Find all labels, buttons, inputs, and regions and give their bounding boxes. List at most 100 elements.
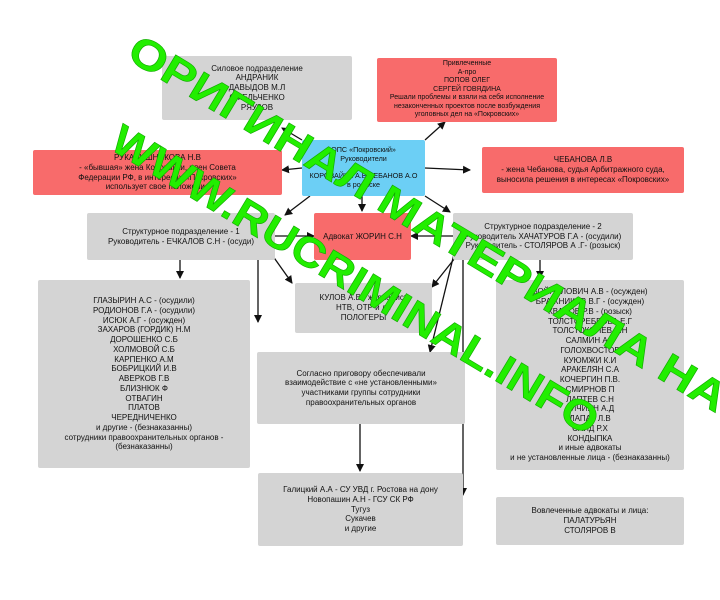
arrow-ops-to-silovoe	[281, 127, 303, 141]
node-text-line: ОМЕЛЬЧЕНКО	[229, 92, 285, 102]
node-text-line: ДОРОШЕНКО С.Б	[110, 335, 178, 344]
node-text-line: ОТВАГИН	[125, 393, 163, 403]
node-chebanova: ЧЕБАНОВА Л.В- жена Чебанова, судья Арбит…	[482, 147, 684, 193]
node-text-line: - жена Чебанова, судья Арбитражного суда…	[501, 165, 665, 175]
node-text-line: АРАКЕЛЯН С.А	[561, 365, 619, 375]
node-text-line: ИСЮК А.Г - (осужден)	[102, 315, 186, 325]
node-text-line: ГОЛОХВОСТОВ	[560, 345, 620, 355]
node-text-line: правоохранительных органов	[305, 397, 417, 407]
node-text-line: КОЧЕРГИН П.В.	[559, 375, 621, 384]
node-text-line: Руководитель ХАЧАТУРОВ Г.А - (осудили)	[464, 231, 622, 241]
node-rukavishnikova: РУКАВИШНИКОВА Н.В- «бывшая» жена Коровай…	[33, 150, 282, 195]
node-text-line: САИД Р.Х	[572, 423, 608, 433]
node-text-line: Новопашин А.Н - ГСУ СК РФ	[307, 494, 414, 504]
node-text-line: ОПС «Покровский»	[331, 145, 396, 155]
node-text-line: Структурное подразделение - 1	[122, 226, 240, 236]
node-text-line: ГЛАЗЫРИН А.С - (осудили)	[93, 296, 195, 305]
node-text-line: (безнаказанны)	[115, 442, 173, 452]
node-text-line: КУЮМЖИ К.И	[563, 355, 617, 365]
node-text-line: незаконченных проектов после возбуждения	[393, 102, 540, 110]
node-text-line: Привлеченные	[442, 60, 492, 68]
node-text-line: Руководители	[340, 153, 387, 163]
arrow-ops-to-struktura1	[284, 195, 311, 216]
node-text-line: ТОЛСТОРЕБРОВА Е.Г	[548, 316, 632, 326]
node-text-line: Руководитель - СТОЛЯРОВ А .Г- (розыск)	[465, 241, 621, 251]
node-text-line: Согласно приговору обеспечивали	[296, 368, 426, 378]
node-text-line: КАРПЕНКО А.М	[114, 354, 174, 364]
node-text-line: КУЛОВ А.В - журналист	[319, 293, 408, 303]
node-text-line: ДАВЫДОВ М.Л	[228, 83, 286, 93]
node-text-line: Структурное подразделение - 2	[484, 221, 602, 231]
node-ops: ОПС «Покровский»Руководители КОРОВАЙКА А…	[302, 140, 425, 196]
node-text-line: НТВ, ОТР и др	[336, 303, 391, 313]
arrow-struktura2-to-prigovor	[427, 249, 456, 353]
node-text-line: и иные адвокаты	[558, 443, 622, 453]
node-text-line: ЛАПТЕВ С.Н	[566, 394, 614, 404]
node-text-line: Силовое подразделение	[211, 63, 303, 73]
node-text-line: и другие	[344, 524, 377, 534]
node-text-line: ТОЛСТОКОНЕВ А.Н	[552, 326, 628, 336]
node-text-line: ЧЕБАНОВА Л.В	[553, 155, 613, 165]
node-list1: ГЛАЗЫРИН А.С - (осудили)РОДИОНОВ Г.А - (…	[38, 280, 250, 468]
node-text-line: участниками группы сотрудники	[301, 388, 421, 397]
node-list2: ВОЙНАЛОВИЧ А.В - (осужден)БРАЖНИКОВ В.Г …	[496, 280, 684, 470]
node-text-line: ПЛАТОВ	[128, 403, 160, 413]
node-text-line: Сукачев	[345, 514, 376, 524]
node-text-line: РУКАВИШНИКОВА Н.В	[114, 153, 201, 162]
arrow-ops-to-privlechennye	[424, 121, 446, 141]
node-text-line: ПОЛОГЕРЫ	[340, 312, 387, 322]
node-text-line: КИЧИЯН А.Д	[565, 404, 615, 414]
node-text-line: АНДРАНИК	[235, 73, 279, 83]
node-text-line: РЯУЗОВ	[240, 102, 274, 112]
node-text-line: СТОЛЯРОВ В	[564, 525, 616, 535]
node-text-line: - «бывшая» жена Коровайки, член Совета	[79, 162, 236, 172]
node-text-line: КОНДЫПКА	[567, 433, 613, 443]
node-text-line: АВЕРКОВ Г.В	[118, 374, 170, 383]
node-text-line: в розыске	[346, 180, 380, 190]
node-text-line: и не установленные лица - (безнаказанны)	[510, 453, 670, 462]
arrow-struktura2-to-kulov	[431, 257, 456, 288]
node-text-line: ВОЙНАЛОВИЧ А.В - (осужден)	[532, 287, 648, 297]
node-text-line: Адвокат ЖОРИН С.Н	[323, 231, 402, 241]
node-text-line: ЗАХАРОВ (ГОРДИК) Н.М	[97, 325, 191, 335]
node-text-line: БОБРИЦКИЙ И.В	[111, 364, 177, 374]
node-text-line: ПОПОВ ОЛЕГ	[444, 77, 490, 85]
node-text-line: КВАСОВ Р.В - (розыск)	[548, 306, 632, 316]
node-text-line: взаимодействие с «не установленными»	[285, 378, 437, 388]
node-text-line: А-про	[457, 68, 477, 76]
node-advokat: Адвокат ЖОРИН С.Н	[314, 213, 411, 260]
node-text-line: Галицкий А.А - СУ УВД г. Ростова на дону	[283, 485, 438, 495]
node-text-line: ПАЛАТУРЬЯН	[563, 516, 617, 526]
node-text-line: сотрудники правоохранительных органов -	[64, 432, 224, 442]
node-galickiy: Галицкий А.А - СУ УВД г. Ростова на дону…	[258, 473, 463, 546]
node-text-line: РОДИОНОВ Г.А - (осудили)	[93, 305, 195, 315]
node-text-line: выносила решения в интересах «Покровских…	[496, 174, 670, 184]
arrow-ops-to-chebanova	[424, 165, 471, 174]
node-text-line: ХОЛМОВОЙ С.Б	[113, 344, 175, 354]
node-text-line: КОРОВАЙКА А.В ЧЕБАНОВ А.О	[309, 171, 418, 181]
node-text-line: Федерации РФ, в интересах «Покровских»	[78, 172, 237, 182]
node-text-line: СМИРНОВ П	[565, 384, 615, 394]
node-text-line: СЕРГЕЙ ГОВЯДИНА	[433, 85, 501, 93]
node-text-line: ЛАПАЧ Л.В	[569, 414, 611, 423]
arrow-ops-to-rukavishnikova	[281, 165, 303, 174]
node-text-line: Тугуз	[350, 504, 371, 514]
node-text-line: БРАЖНИКОВ В.Г - (осужден)	[535, 297, 645, 306]
node-text-line: ЧЕРЕДНИЧЕНКО	[111, 413, 177, 422]
node-text-line: и другие - (безнаказанны)	[95, 422, 193, 432]
arrow-ops-to-struktura2	[424, 195, 451, 213]
node-text-line: Вовлеченные адвокаты и лица:	[531, 506, 649, 516]
node-text-line: САЛМИН А.Г	[565, 336, 615, 345]
node-text-line: уголовных дел на «Покровских»	[414, 111, 520, 119]
node-text-line: Решали проблемы и взяли на себя исполнен…	[389, 94, 545, 102]
node-text-line: БЛИЗНЮК Ф	[120, 383, 168, 393]
node-text-line: Руководитель - ЕЧКАЛОВ С.Н - (осуди)	[107, 236, 255, 246]
node-text-line: использует свое положение	[105, 182, 210, 192]
